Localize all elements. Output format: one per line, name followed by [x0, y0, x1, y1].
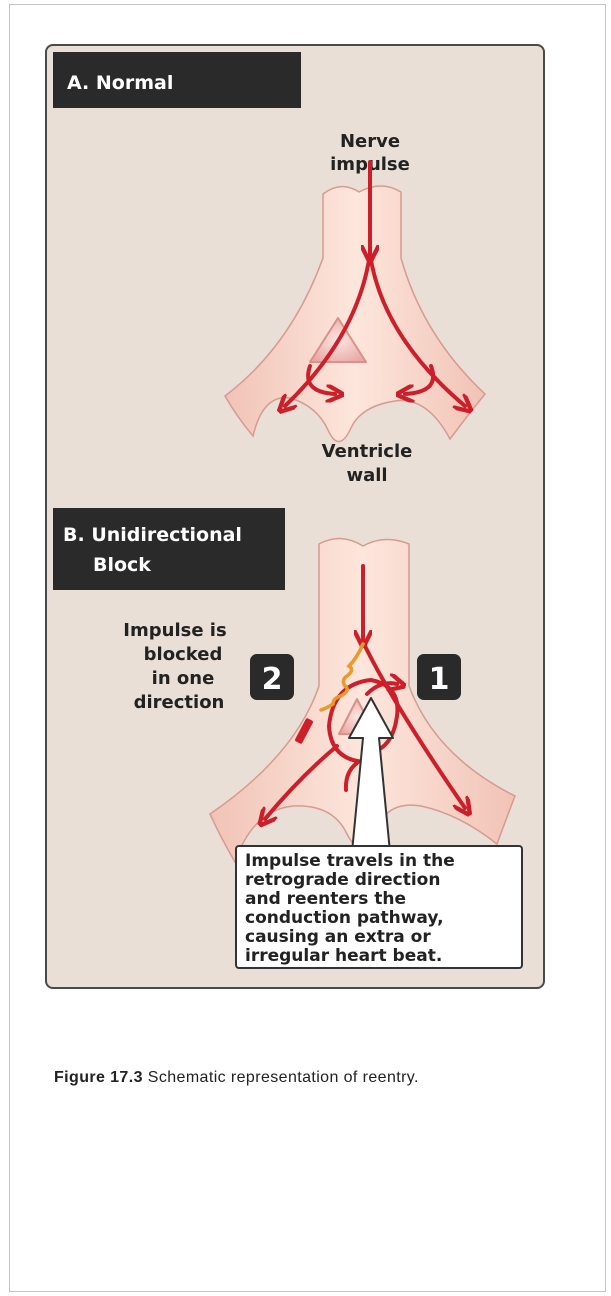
callout-line-3: and reenters the [245, 890, 513, 909]
callout-line-2: retrograde direction [245, 871, 513, 890]
callout-line-4: conduction pathway, [245, 909, 513, 928]
callout-line-5: causing an extra or [245, 928, 513, 947]
callout-box: Impulse travels in the retrograde direct… [235, 845, 523, 969]
figure-caption-text: Schematic representation of reentry. [148, 1069, 419, 1086]
callout-line-1: Impulse travels in the [245, 852, 513, 871]
figure-caption: Figure 17.3 Schematic representation of … [54, 1069, 594, 1087]
callout-line-6: irregular heart beat. [245, 947, 513, 966]
figure-caption-label: Figure 17.3 [54, 1069, 143, 1086]
